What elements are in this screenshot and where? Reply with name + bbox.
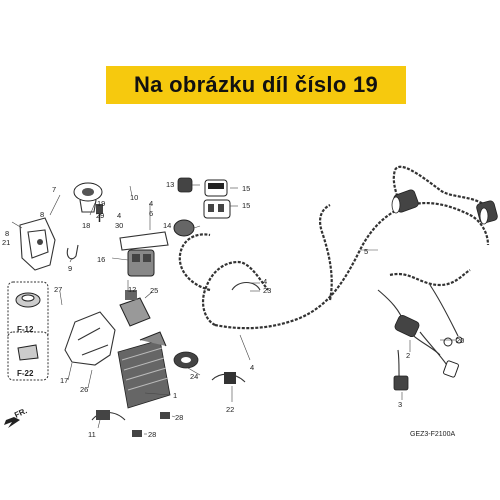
callout-11: 11 [88,430,96,439]
callout-21: 21 [2,238,10,247]
callout-17: 17 [60,376,68,385]
part-12-relay [119,290,151,327]
harness-branch-mid [201,260,269,326]
part-9-clip [66,244,79,260]
callout-20: 20 [456,336,464,345]
callout-23: 23 [263,286,271,295]
callout-4-mid: 4 [149,199,153,208]
callout-1: 1 [173,391,177,400]
callout-4-right: 4 [263,277,267,286]
diagram-code: GEZ3-F2100A [410,431,455,438]
callout-16: 16 [97,255,105,264]
part-17-bracket [64,311,116,366]
harness-branch-right [389,269,471,287]
callout-28-lower: 28 [148,430,156,439]
callout-6: 6 [149,209,153,218]
inset-label-f12: F-12 [17,325,34,334]
callout-4-left: 4 [117,211,121,220]
callout-13: 13 [166,180,174,189]
direction-label: FR. [13,406,28,420]
inset-f12 [7,281,49,341]
callout-27: 27 [54,285,62,294]
bolt-28-upper [160,412,170,419]
direction-arrow-icon [4,417,20,428]
callout-29: 29 [96,211,104,220]
main-wire-harness [214,201,490,330]
callout-2: 2 [406,351,410,360]
part-24-sensor [173,351,199,369]
callout-19: 19 [97,199,105,208]
part-20-terminal [443,337,453,347]
callout-24: 24 [190,372,198,381]
callout-26: 26 [80,385,88,394]
callout-18: 18 [82,221,90,230]
bolt-28-lower [132,430,142,437]
banner-text: Na obrázku díl číslo 19 [133,72,379,97]
part-11-connector [91,410,126,421]
part-15-relay-b [203,199,231,219]
callout-28-upper: 28 [175,413,183,422]
callout-10: 10 [130,193,138,202]
part-19-bolt [96,204,103,222]
callout-25: 25 [150,286,158,295]
callout-15-top: 15 [242,184,250,193]
callout-30: 30 [115,221,123,230]
callout-8-left: 8 [5,229,9,238]
callout-3: 3 [398,400,402,409]
part-22-sub-harness [211,372,246,384]
leader-lines [11,184,455,435]
callout-8-top: 8 [40,210,44,219]
callout-15-bottom: 15 [242,201,250,210]
callout-9: 9 [68,264,72,273]
part-16-fuse-box [119,231,169,277]
callout-4-bottom: 4 [250,363,254,372]
part-13-unit [177,177,193,193]
harness-branch-left [319,204,333,301]
inset-f22 [7,331,49,381]
part-8-bracket [19,217,56,271]
harness-branch-upper [178,233,211,292]
part-15-relay-a [204,179,228,197]
part-1-regulator [117,331,171,409]
callout-7: 7 [52,185,56,194]
part-number-banner: Na obrázku díl číslo 19 [106,66,406,104]
front-connector-a [391,189,419,214]
callout-14: 14 [163,221,171,230]
front-connector-b [476,200,498,225]
part-4-wire [231,281,261,291]
part-2-coupler [377,284,463,378]
callout-5: 5 [364,247,368,256]
part-18-horn [73,182,103,213]
part-14-unit [173,219,195,237]
callout-22: 22 [226,405,234,414]
callout-12: 12 [128,285,136,294]
inset-label-f22: F-22 [17,369,34,378]
part-3-connector [393,349,409,391]
harness-branch-front [392,165,486,206]
